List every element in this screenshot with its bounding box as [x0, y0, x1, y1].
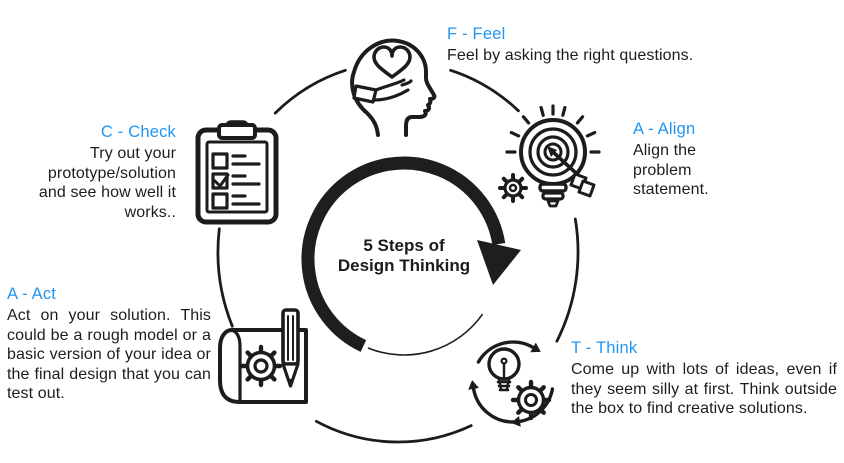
- cycle-arc-top-arrowhead: [530, 342, 541, 353]
- dart-tip: [547, 146, 557, 157]
- bulb-base-1: [538, 182, 568, 193]
- step-act-description: Act on your solution. This could be a ro…: [7, 307, 211, 402]
- cycle-arc-left-arrowhead: [468, 380, 479, 390]
- rays: [505, 104, 601, 154]
- center-title-line1: 5 Steps of: [363, 236, 445, 255]
- small-gear-ring: [503, 178, 523, 198]
- pencil-tip: [281, 362, 300, 388]
- step-think-block: T - Think Come up with lots of ideas, ev…: [571, 338, 837, 419]
- pencil-body: [281, 308, 300, 366]
- gear-teeth: [510, 379, 552, 421]
- step-align-description: Align the problem statement.: [633, 142, 709, 198]
- bulb-base-lines: [496, 377, 512, 392]
- step-check-block: C - Check Try out your prototype/solutio…: [24, 122, 176, 222]
- checkbox-1: [211, 152, 229, 170]
- dart-fletch-2: [577, 179, 596, 198]
- step-think-title: T - Think: [571, 339, 638, 357]
- bulb-gear-cycle-icon: [468, 340, 555, 427]
- sleeve-shape: [352, 84, 378, 104]
- gear-teeth: [239, 344, 283, 388]
- head-heart-icon: [350, 38, 437, 137]
- gear-hole: [524, 393, 538, 407]
- step-think-description: Come up with lots of ideas, even if they…: [571, 361, 837, 417]
- hand-lines: [372, 78, 413, 102]
- step-align-block: A - Align Align the problem statement.: [633, 119, 737, 200]
- check-row-2-lines: [231, 174, 261, 186]
- check-row-3-lines: [231, 194, 261, 206]
- target-ring-inner: [543, 142, 563, 162]
- step-feel-title: F - Feel: [447, 25, 506, 43]
- pencil-lead: [288, 379, 293, 386]
- target-ring-outer: [528, 127, 578, 177]
- cycle-arrow-thin-arc: [367, 313, 484, 356]
- clipboard-checklist-icon: [195, 120, 279, 225]
- step-act-block: A - Act Act on your solution. This could…: [7, 284, 211, 404]
- cycle-arc-left: [471, 387, 515, 424]
- bulb-base-2: [541, 191, 565, 201]
- checkbox-3: [211, 192, 229, 210]
- check-row-1-lines: [231, 154, 261, 166]
- step-check-title: C - Check: [100, 123, 176, 141]
- step-act-title: A - Act: [7, 285, 57, 303]
- clipboard-clip: [217, 123, 257, 140]
- circle-arc-upper-right: [449, 68, 520, 113]
- head-outline: [350, 38, 437, 137]
- step-feel-block: F - Feel Feel by asking the right questi…: [447, 24, 777, 66]
- cycle-arc-top: [476, 340, 535, 364]
- small-gear-teeth: [498, 173, 528, 203]
- heart-shape: [372, 45, 412, 79]
- pencil-hatching: [287, 315, 294, 361]
- blueprint-gear-pencil-icon: [218, 308, 308, 404]
- cycle-arrow-thick-arc: [301, 156, 506, 352]
- target-ring-mid: [536, 135, 570, 169]
- step-align-title: A - Align: [633, 120, 696, 138]
- circle-arc-right: [555, 217, 580, 343]
- small-gear-hole: [508, 183, 518, 193]
- outer-cycle-circle: [216, 68, 580, 444]
- circle-arc-left: [216, 227, 234, 328]
- bulb-base-nub: [546, 199, 560, 208]
- step-feel-description: Feel by asking the right questions.: [447, 47, 694, 64]
- circle-arc-upper-left: [273, 68, 347, 115]
- clipboard-sheet: [205, 140, 269, 214]
- step-check-description: Try out your prototype/solution and see …: [38, 145, 176, 221]
- center-title-line2: Design Thinking: [337, 256, 471, 275]
- gear-hole: [253, 358, 269, 374]
- cycle-arrowhead: [477, 240, 521, 285]
- checkbox-2: [211, 172, 229, 190]
- cycle-arc-bottom-arrowhead: [511, 416, 521, 427]
- target-bulb-icon: [498, 104, 601, 208]
- checkmark: [213, 173, 230, 188]
- scroll-curl: [228, 328, 242, 404]
- center-title: 5 Steps of Design Thinking: [312, 236, 496, 276]
- circle-arc-bottom: [314, 419, 473, 444]
- center-cycle-arrow: [301, 156, 521, 356]
